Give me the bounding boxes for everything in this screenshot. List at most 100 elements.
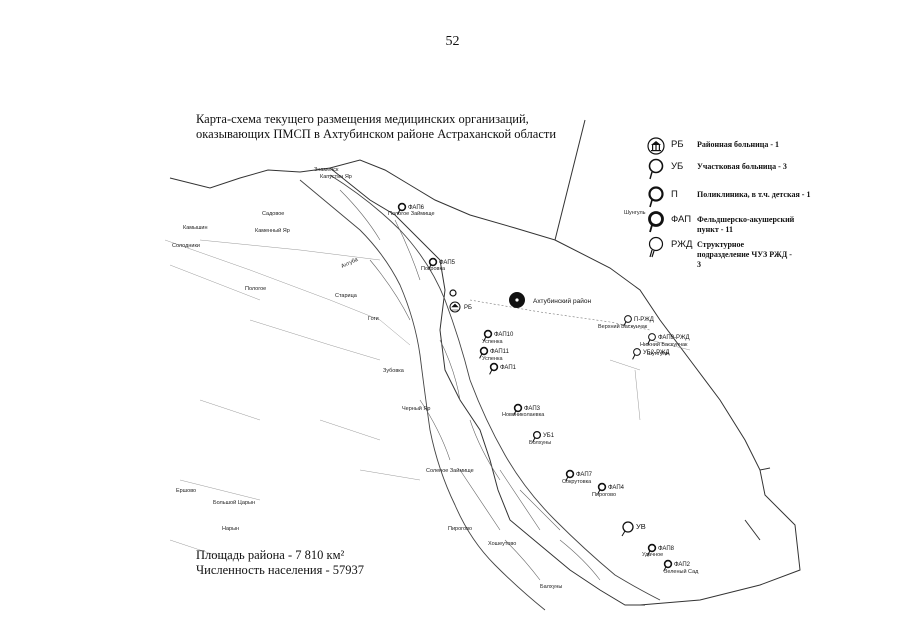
legend-desc: Структурное подразделение ЧУЗ РЖД - 3 — [697, 240, 792, 269]
pin-stem — [479, 353, 483, 359]
legend-abbr: УБ — [671, 161, 684, 172]
hospital-icon — [647, 137, 665, 155]
marker-sublabel: Шунгули — [647, 351, 669, 357]
legend-abbr: П — [671, 189, 678, 200]
place-name: Старица — [335, 293, 358, 299]
legend-desc: Поликлиника, в т.ч. детская - 1 — [697, 190, 811, 199]
legend-desc: Участковая больница - 3 — [697, 162, 787, 171]
marker-label: ФАП11 — [490, 349, 510, 355]
map-title: Карта-схема текущего размещения медицинс… — [196, 112, 556, 142]
pin-stem — [647, 550, 651, 556]
pin-icon — [483, 329, 493, 339]
marker-label: ФАП3 — [524, 406, 541, 412]
pin-icon — [648, 236, 664, 258]
hospital-icon — [449, 301, 461, 313]
pin-icon — [489, 362, 499, 372]
marker-label: ФАП9-РЖД — [658, 335, 690, 341]
pin-stem — [663, 566, 667, 572]
marker-sublabel: Сокрутовка — [562, 479, 592, 485]
marker-label: УВ — [636, 522, 646, 531]
pin-stem — [397, 209, 401, 215]
marker-label: ФАП7 — [576, 472, 593, 478]
place-name: Соленое Займище — [426, 467, 474, 474]
road-lines — [164, 239, 421, 561]
pin-stem — [428, 264, 432, 270]
pin-icon — [513, 403, 523, 413]
marker-label: ФАП2 — [674, 562, 691, 568]
district-inner-line — [744, 467, 771, 541]
pin-icon — [622, 521, 634, 533]
pin-icon — [633, 348, 641, 356]
pin-icon — [648, 158, 664, 180]
map-title-line-1: Карта-схема текущего размещения медицинс… — [196, 112, 529, 126]
pin-icon — [449, 289, 457, 297]
marker-sublabel: Нижний Баскунчак — [640, 341, 688, 348]
marker-sublabel: Удачное — [642, 552, 663, 558]
district-area: Площадь района - 7 810 км² — [196, 548, 345, 562]
pin-stem — [621, 530, 626, 537]
pin-stem — [597, 489, 601, 495]
pin-stem — [632, 354, 636, 360]
marker-sublabel: Верхний Баскунчак — [598, 323, 648, 330]
pin-stem — [489, 369, 493, 375]
place-name: Черный Яр — [402, 405, 430, 412]
legend-abbr: ФАП — [671, 214, 692, 225]
marker-sublabel: Покровка — [421, 266, 446, 272]
place-name: Шунгуль — [624, 210, 646, 216]
marker-label: ФАП4 — [608, 485, 625, 491]
pin-icon — [597, 482, 607, 492]
place-name: Камышин — [183, 225, 208, 231]
east-lines — [609, 339, 691, 421]
pin-icon — [565, 469, 575, 479]
facility-marker: ФАП1 — [489, 362, 517, 375]
marker-label: УБ2-РЖД — [643, 350, 670, 356]
pin-icon — [647, 543, 657, 553]
place-name: Солодники — [172, 243, 200, 249]
map-title-line-2: оказывающих ПМСП в Ахтубинском районе Ас… — [196, 127, 557, 141]
marker-label: ФАП5 — [439, 260, 456, 266]
legend-abbr: РБ — [671, 139, 684, 150]
place-name: Балхуны — [540, 584, 562, 590]
place-name: Ахтуба — [340, 256, 360, 269]
pin-stem — [565, 476, 569, 482]
marker-label: РБ — [464, 305, 472, 311]
marker-sublabel: Зеленый Сад — [664, 568, 699, 575]
place-names: Знаменск Капустин Яр Садовое Каменный Яр… — [172, 167, 646, 590]
marker-label: ФАП10 — [494, 332, 514, 338]
pin-stem — [647, 339, 651, 345]
pin-icon — [479, 346, 489, 356]
marker-sublabel: Пирогово — [592, 492, 616, 498]
place-name: Нарын — [222, 526, 239, 532]
region-boundary-left — [169, 167, 645, 606]
river-branches — [339, 189, 601, 581]
facility-marker: УВ — [621, 521, 646, 537]
place-name: Каменный Яр — [255, 227, 290, 234]
place-name: Гоги — [368, 316, 379, 322]
pin-icon — [648, 186, 664, 208]
facility-marker: РБ — [449, 289, 472, 313]
pin-icon — [428, 257, 438, 267]
hospital-roof — [451, 303, 459, 311]
legend-desc: Районная больница - 1 — [697, 140, 780, 149]
place-name: Зубовка — [383, 368, 405, 374]
district-label: Ахтубинский район — [533, 297, 591, 305]
district-stats: Площадь района - 7 810 км² Численность н… — [196, 548, 364, 578]
pin-stem — [532, 437, 536, 443]
marker-label: ФАП1 — [500, 365, 517, 371]
marker-sublabel: Успенка — [482, 339, 503, 345]
marker-label: П-РЖД — [634, 317, 654, 323]
place-name: Пологое — [245, 286, 266, 292]
place-name: Капустин Яр — [320, 174, 352, 180]
marker-label: ФАП8 — [658, 546, 675, 552]
